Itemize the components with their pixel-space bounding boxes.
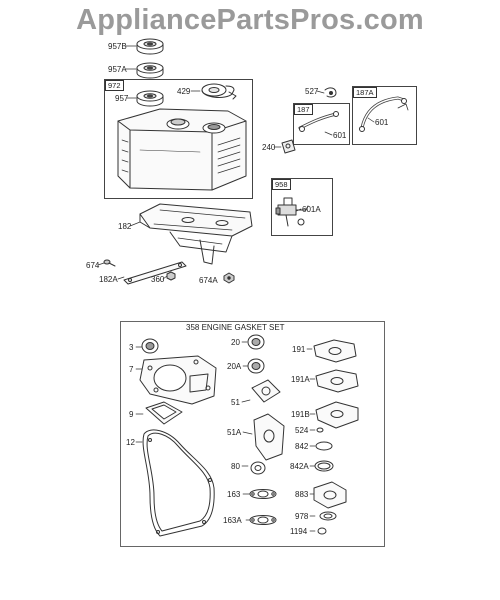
- callout-7: 7: [129, 365, 134, 374]
- callout-80: 80: [231, 462, 240, 471]
- callout-957b: 957B: [108, 42, 127, 51]
- callout-182a: 182A: [99, 275, 118, 284]
- callout-163a: 163A: [223, 516, 242, 525]
- gasket-191a-drawing: [315, 369, 359, 393]
- callout-182: 182: [118, 222, 132, 231]
- callout-674: 674: [86, 261, 100, 270]
- seal-20-drawing: [247, 334, 265, 350]
- callout-20a: 20A: [227, 362, 242, 371]
- strainer-429-drawing: [201, 83, 237, 100]
- callout-163: 163: [227, 490, 241, 499]
- callout-978: 978: [295, 512, 309, 521]
- hose-187-frame: [293, 103, 350, 145]
- callout-1194: 1194: [290, 527, 308, 536]
- callout-51: 51: [231, 398, 240, 407]
- callout-240: 240: [262, 143, 276, 152]
- callout-191: 191: [292, 345, 306, 354]
- callout-883: 883: [295, 490, 309, 499]
- callout-51a: 51A: [227, 428, 242, 437]
- gasket-9-drawing: [145, 401, 183, 425]
- cap-957a-drawing: [136, 62, 164, 79]
- fitting-240-drawing: [281, 139, 296, 154]
- hose-187a-frame: [352, 86, 417, 145]
- callout-12: 12: [126, 438, 135, 447]
- callout-601-b: 601: [375, 118, 389, 127]
- callout-20: 20: [231, 338, 240, 347]
- seal-1194-drawing: [317, 527, 327, 535]
- watermark: AppliancePartsPros.com: [76, 4, 424, 36]
- gasket-51a-drawing: [253, 413, 285, 461]
- gasket-978-drawing: [319, 511, 337, 521]
- callout-191a: 191A: [291, 375, 310, 384]
- callout-9: 9: [129, 410, 134, 419]
- gasket-191b-drawing: [315, 401, 359, 429]
- gasket-51-drawing: [251, 379, 281, 403]
- callout-601-a: 601: [333, 131, 347, 140]
- gasket-163a-drawing: [249, 515, 277, 525]
- callout-842: 842: [295, 442, 309, 451]
- clamp-527-drawing: [324, 87, 337, 98]
- valve-958-frame: [271, 178, 333, 236]
- gasket-12-drawing: [142, 429, 215, 537]
- fuel-tank-drawing: [117, 108, 247, 191]
- gasket-leader-lines: [135, 341, 316, 532]
- callout-674a: 674A: [199, 276, 218, 285]
- callout-191b: 191B: [291, 410, 310, 419]
- box-label-187: 187: [294, 104, 313, 115]
- gasket-set-title: 358 ENGINE GASKET SET: [186, 323, 285, 332]
- valve-958-drawing: [275, 197, 309, 227]
- callout-524: 524: [295, 426, 309, 435]
- box-label-972: 972: [105, 80, 124, 91]
- screw-674a-drawing: [223, 272, 235, 284]
- washer-842-drawing: [315, 441, 333, 451]
- washer-842a-drawing: [314, 460, 334, 472]
- screw-674-drawing: [103, 259, 116, 267]
- seal-3-drawing: [141, 338, 159, 354]
- seal-20a-drawing: [247, 358, 265, 374]
- nut-360-drawing: [166, 271, 176, 281]
- callout-527: 527: [305, 87, 319, 96]
- cap-957b-drawing: [136, 38, 164, 55]
- callout-957: 957: [115, 94, 129, 103]
- callout-957a: 957A: [108, 65, 127, 74]
- callout-360: 360: [151, 275, 165, 284]
- tank-assembly-frame: [104, 79, 253, 199]
- fuel-line-187a-drawing: [359, 96, 409, 132]
- gasket-883-drawing: [313, 481, 347, 509]
- gasket-163-drawing: [249, 489, 277, 499]
- bracket-182-drawing: [139, 203, 253, 265]
- strap-182a-drawing: [123, 261, 187, 285]
- callout-842a: 842A: [290, 462, 309, 471]
- gasket-7-drawing: [139, 355, 217, 405]
- gasket-191-drawing: [313, 339, 357, 363]
- gasket-524-drawing: [316, 427, 324, 433]
- callout-3: 3: [129, 343, 134, 352]
- box-label-958: 958: [272, 179, 291, 190]
- gasket-set-frame: [120, 321, 385, 547]
- callout-601a: 601A: [302, 205, 321, 214]
- fuel-line-187-drawing: [298, 111, 339, 132]
- callout-429: 429: [177, 87, 191, 96]
- cap-957-drawing: [136, 90, 164, 107]
- gasket-80-drawing: [250, 461, 266, 475]
- box-label-187a: 187A: [353, 87, 377, 98]
